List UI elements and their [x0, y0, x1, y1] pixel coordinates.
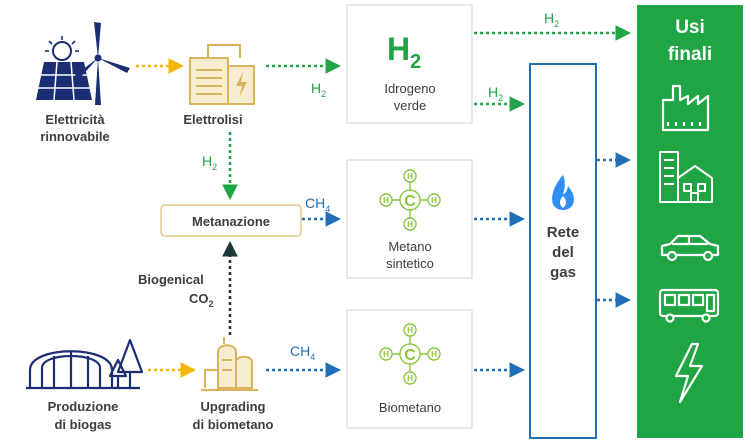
flow-label-h2-electrolysis: H2	[311, 80, 326, 99]
buildings-icon	[659, 151, 713, 203]
biogas-label-line2: di biogas	[54, 417, 111, 432]
synthetic-methane-carbon: C	[404, 193, 416, 210]
car-icon	[660, 234, 720, 262]
methanation-label: Metanazione	[192, 214, 270, 229]
renewable-label-line2: rinnovabile	[40, 129, 109, 144]
hydrogen-symbol: H2	[387, 31, 421, 73]
hydrogen-box	[346, 4, 473, 124]
synthetic-methane-label-line1: Metano	[388, 239, 431, 254]
renewable-label-line1: Elettricità	[45, 112, 105, 127]
end-uses-title-line1: Usi	[675, 17, 705, 38]
methanation-box	[160, 204, 302, 237]
solar-panel-icon	[36, 36, 92, 101]
biomethane-h-right: H	[431, 350, 437, 359]
synthetic-methane-molecule	[379, 169, 441, 231]
flow-label-ch4-synthetic: CH4	[305, 195, 330, 214]
end-uses-panel	[637, 5, 743, 438]
gas-grid-box	[529, 63, 597, 439]
upgrading-label-line1: Upgrading	[201, 399, 266, 414]
biomethane-molecule	[379, 323, 441, 385]
gas-grid-label-line1: Rete	[547, 224, 580, 241]
lightning-icon	[674, 342, 704, 404]
end-uses-title-line2: finali	[668, 44, 712, 65]
flame-icon	[552, 175, 574, 210]
biogas-label-line1: Produzione	[48, 399, 119, 414]
biomethane-h-bottom: H	[407, 374, 413, 383]
upgrading-plant-icon	[201, 337, 258, 391]
flow-label-ch4-biomethane: CH4	[290, 343, 315, 362]
synthetic-methane-label-line2: sintetico	[386, 256, 434, 271]
bus-icon	[658, 288, 720, 323]
gas-grid-label-line2: del	[552, 244, 574, 261]
synthetic-methane-h-left: H	[383, 196, 389, 205]
biomethane-carbon: C	[404, 347, 416, 364]
flow-label-h2-methanation: H2	[202, 153, 217, 172]
synthetic-methane-h-top: H	[407, 172, 413, 181]
hydrogen-label-line2: verde	[394, 98, 427, 113]
wind-turbine-icon	[75, 22, 130, 105]
electrolyzer-icon	[189, 44, 255, 105]
upgrading-label-line2: di biometano	[193, 417, 274, 432]
flow-label-biogenic: Biogenical	[138, 272, 204, 287]
flow-label-h2-grid: H2	[488, 84, 503, 103]
gas-grid-label-line3: gas	[550, 264, 576, 281]
tree-icon	[108, 338, 144, 388]
biogas-dome-icon	[26, 350, 140, 390]
synthetic-methane-h-bottom: H	[407, 220, 413, 229]
biomethane-label: Biometano	[379, 400, 441, 415]
electrolysis-label: Elettrolisi	[183, 112, 242, 127]
synthetic-methane-h-right: H	[431, 196, 437, 205]
factory-icon	[661, 84, 710, 132]
flow-label-co2: CO2	[189, 291, 214, 309]
biomethane-h-left: H	[383, 350, 389, 359]
hydrogen-label-line1: Idrogeno	[384, 81, 435, 96]
flow-label-h2-end-uses: H2	[544, 10, 559, 29]
biomethane-h-top: H	[407, 326, 413, 335]
